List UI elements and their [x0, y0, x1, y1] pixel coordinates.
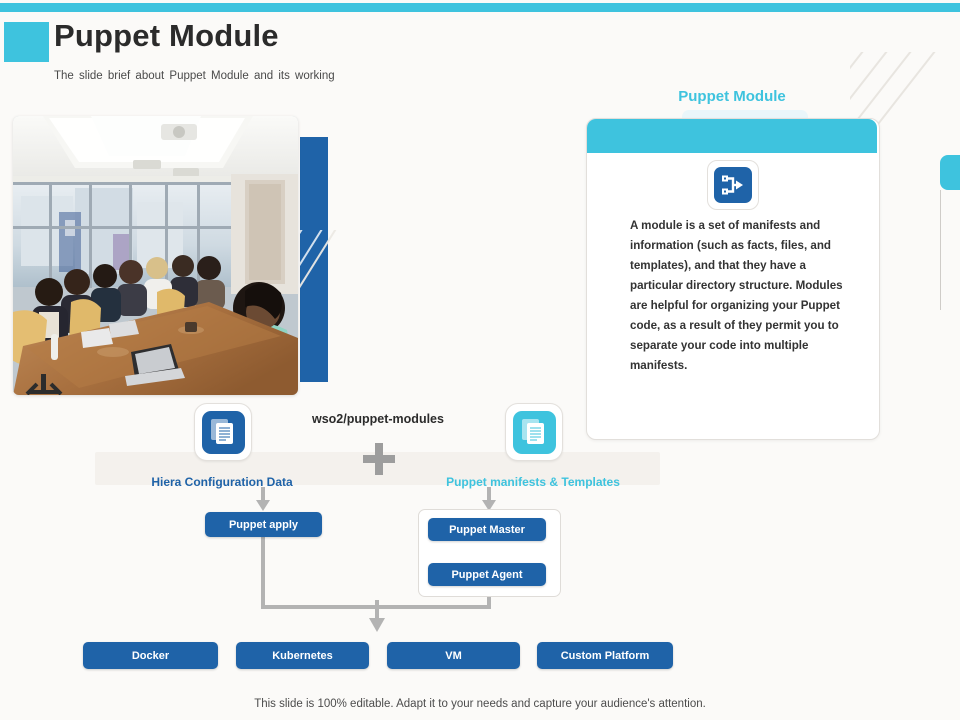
- target-custom-platform[interactable]: Custom Platform: [537, 642, 673, 669]
- puppet-master-button[interactable]: Puppet Master: [428, 518, 546, 541]
- puppet-apply-button[interactable]: Puppet apply: [205, 512, 322, 537]
- top-accent-bar: [0, 3, 960, 12]
- node-puppet-manifests-templates[interactable]: Puppet manifests & Templates: [446, 403, 620, 489]
- puppet-agent-button[interactable]: Puppet Agent: [428, 563, 546, 586]
- card-header-bar: [587, 119, 877, 153]
- page-title: Puppet Module: [54, 18, 279, 53]
- node-hiera-label: Hiera Configuration Data: [151, 475, 293, 489]
- footer-note: This slide is 100% editable. Adapt it to…: [254, 698, 706, 710]
- card-body-text: A module is a set of manifests and infor…: [630, 219, 843, 372]
- target-vm[interactable]: VM: [387, 642, 520, 669]
- conference-room-meeting-photo: [13, 116, 298, 395]
- page-subtitle: The slide brief about Puppet Module and …: [54, 70, 335, 82]
- photo-blue-panel: [300, 137, 328, 382]
- node-hiera-configuration-data[interactable]: Hiera Configuration Data: [151, 403, 293, 489]
- sitemap-icon: [707, 160, 759, 210]
- title-accent-chip: [4, 22, 49, 62]
- right-edge-line: [939, 190, 941, 310]
- node-manifests-label: Puppet manifests & Templates: [446, 475, 620, 489]
- documents-icon: [505, 403, 563, 461]
- repo-label: wso2/puppet-modules: [312, 412, 444, 426]
- target-docker[interactable]: Docker: [83, 642, 218, 669]
- right-edge-tab: [940, 155, 960, 190]
- documents-icon: [194, 403, 252, 461]
- card-title: Puppet Module: [678, 88, 786, 105]
- target-kubernetes[interactable]: Kubernetes: [236, 642, 369, 669]
- plus-icon: [363, 443, 395, 475]
